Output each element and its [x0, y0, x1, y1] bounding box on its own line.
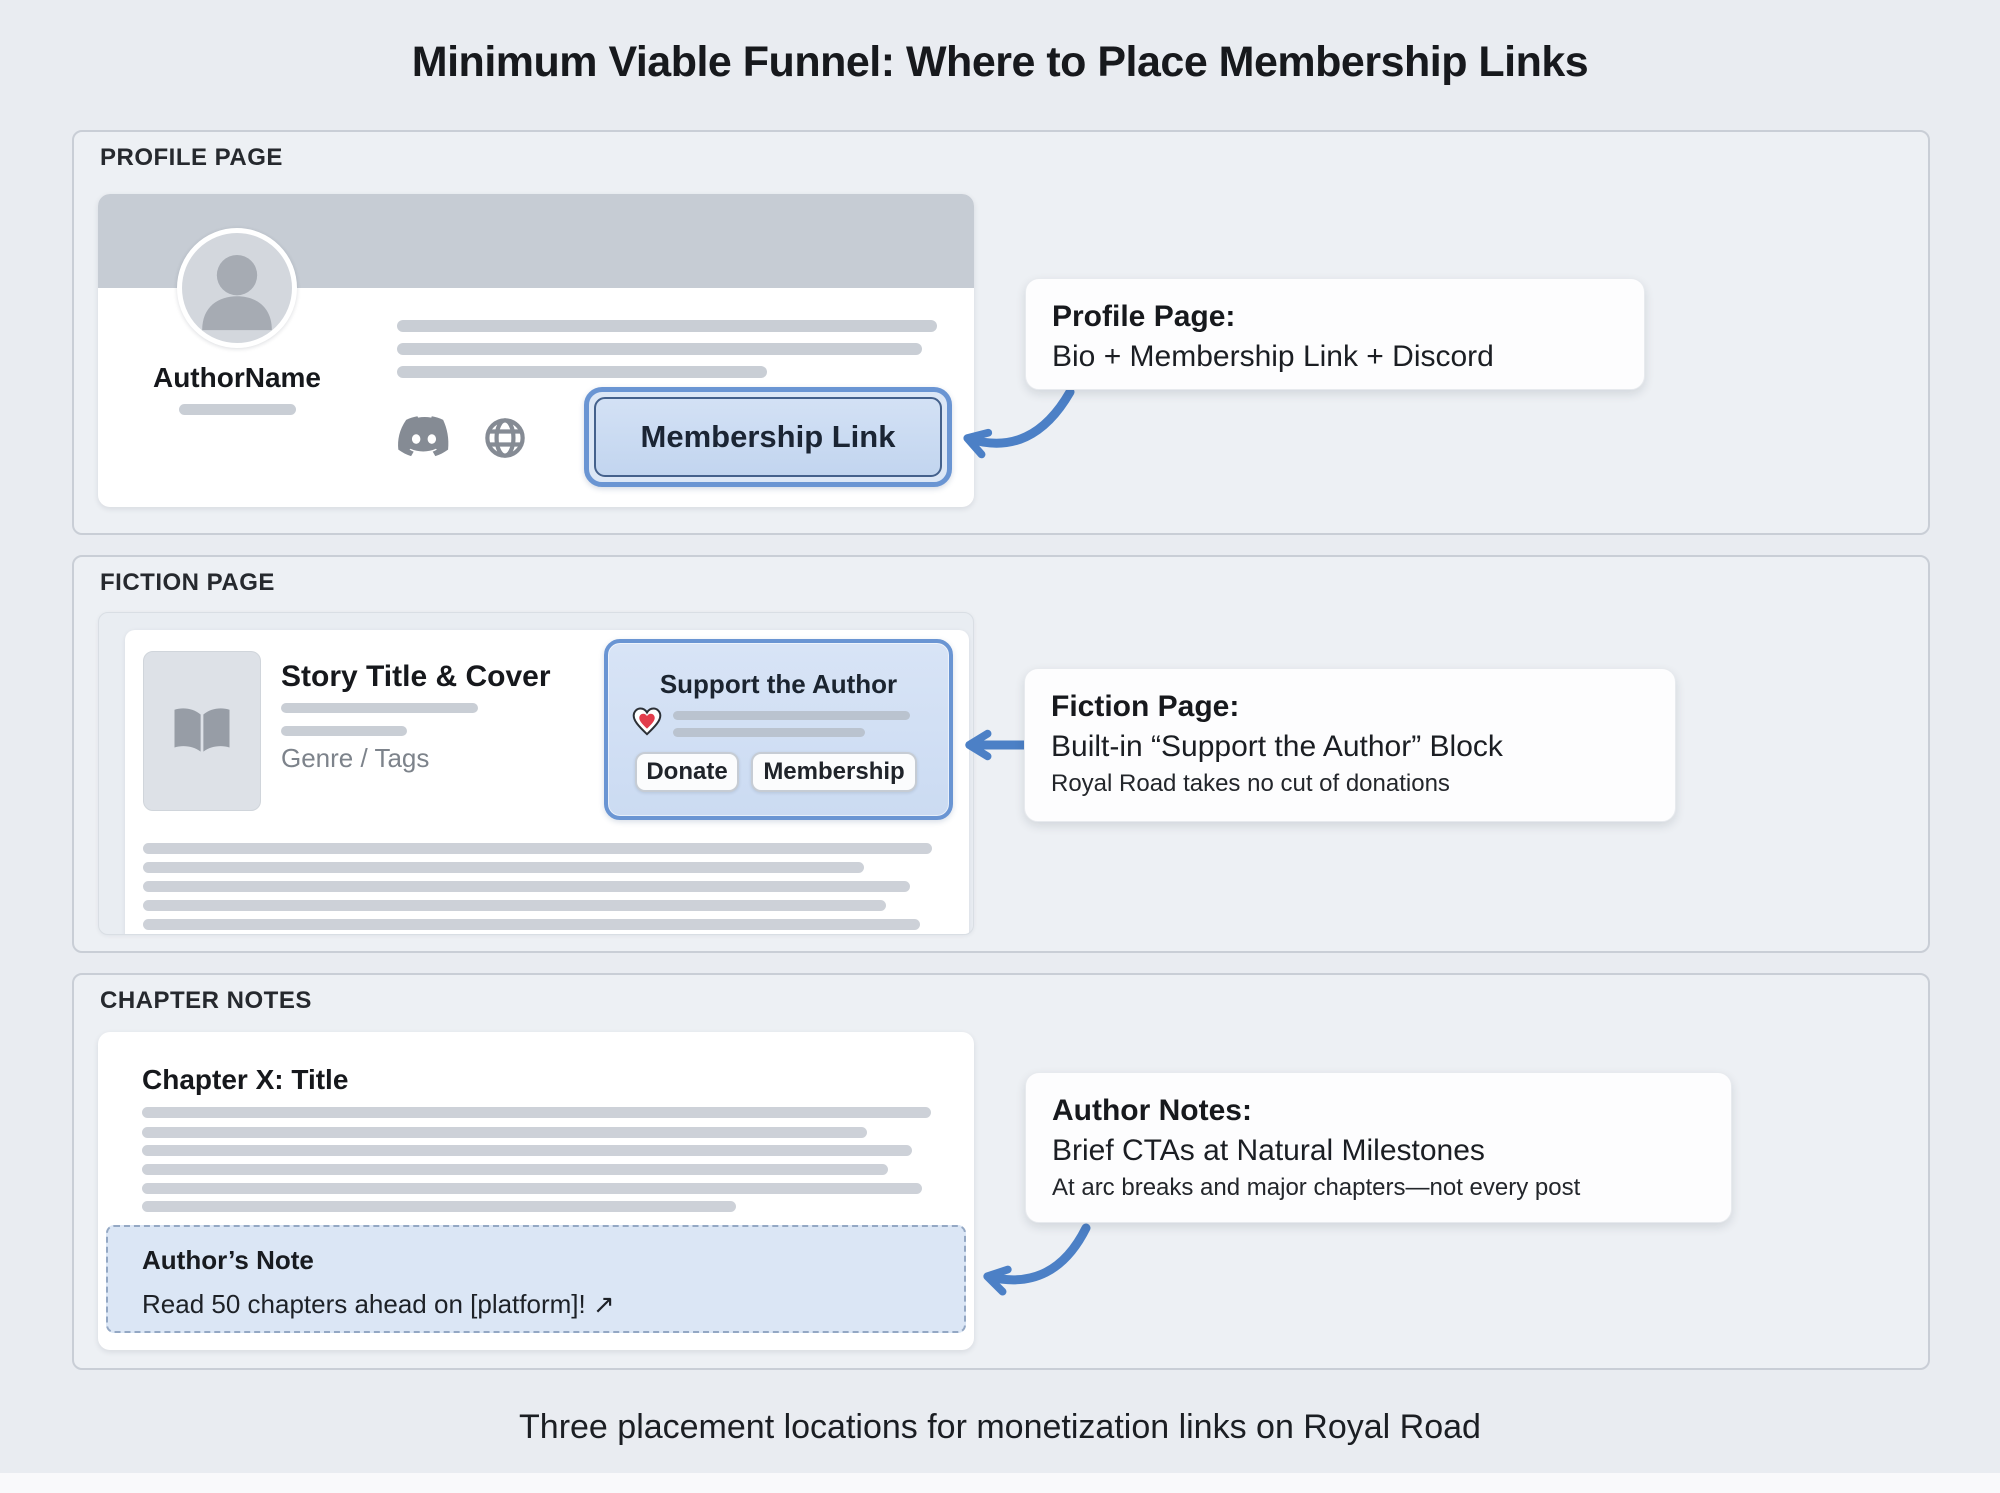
- profile-section-label: PROFILE PAGE: [100, 144, 283, 171]
- skeleton-line: [397, 343, 922, 355]
- skeleton-line: [143, 862, 864, 873]
- membership-link-button-label: Membership Link: [594, 397, 942, 477]
- chapter-title: Chapter X: Title: [142, 1064, 349, 1095]
- annotation-subline: Royal Road takes no cut of donations: [1051, 770, 1450, 797]
- annotation-line: Brief CTAs at Natural Milestones: [1052, 1134, 1485, 1167]
- skeleton-line: [142, 1127, 867, 1138]
- skeleton-line: [281, 726, 407, 736]
- bottom-strip: [0, 1473, 2000, 1493]
- page-title: Minimum Viable Funnel: Where to Place Me…: [411, 38, 1589, 86]
- chapter-section-label: CHAPTER NOTES: [100, 987, 312, 1014]
- fiction-card: Story Title & Cover Genre / Tags Support…: [125, 630, 969, 934]
- skeleton-line: [142, 1145, 912, 1156]
- fiction-section-label: FICTION PAGE: [100, 569, 275, 596]
- fiction-page-mock: Story Title & Cover Genre / Tags Support…: [98, 612, 974, 935]
- skeleton-line: [142, 1201, 736, 1212]
- skeleton-line: [673, 728, 865, 737]
- avatar: [177, 228, 297, 348]
- discord-icon[interactable]: [395, 413, 453, 461]
- author-name: AuthorName: [152, 362, 321, 393]
- annotation-profile: Profile Page: Bio + Membership Link + Di…: [1025, 278, 1645, 390]
- annotation-fiction: Fiction Page: Built-in “Support the Auth…: [1024, 668, 1676, 822]
- story-cover-placeholder: [143, 651, 261, 811]
- annotation-subline: At arc breaks and major chapters—not eve…: [1052, 1174, 1581, 1201]
- annotation-line: Bio + Membership Link + Discord: [1052, 340, 1494, 373]
- annotation-title: Author Notes:: [1052, 1094, 1252, 1127]
- globe-icon[interactable]: [482, 415, 528, 461]
- skeleton-line: [142, 1107, 931, 1118]
- membership-button[interactable]: Membership: [751, 752, 917, 792]
- authors-note-box: Author’s Note Read 50 chapters ahead on …: [106, 1225, 966, 1333]
- profile-card-mock: AuthorName Membership Link: [98, 194, 974, 507]
- skeleton-line: [143, 900, 886, 911]
- open-book-icon: [174, 708, 230, 752]
- story-title: Story Title & Cover: [281, 660, 551, 693]
- annotation-chapter: Author Notes: Brief CTAs at Natural Mile…: [1025, 1072, 1732, 1223]
- authors-note-title: Author’s Note: [142, 1245, 314, 1275]
- membership-link-button[interactable]: Membership Link: [584, 387, 952, 487]
- chapter-page-mock: Chapter X: Title Author’s Note Read 50 c…: [98, 1032, 974, 1350]
- bottom-caption: Three placement locations for monetizati…: [519, 1408, 1481, 1446]
- skeleton-line: [281, 703, 478, 713]
- authors-note-cta-text[interactable]: Read 50 chapters ahead on [platform]! ↗: [142, 1289, 615, 1319]
- section-profile-page: PROFILE PAGE AuthorName: [72, 130, 1930, 535]
- skeleton-line: [179, 404, 296, 415]
- skeleton-line: [142, 1164, 888, 1175]
- skeleton-line: [142, 1183, 922, 1194]
- skeleton-line: [143, 919, 920, 930]
- support-the-author-block: Support the Author Donate Membership: [604, 639, 953, 820]
- heart-icon: [630, 705, 664, 737]
- donate-button[interactable]: Donate: [635, 752, 739, 792]
- support-block-title: Support the Author: [659, 669, 898, 699]
- genre-tags-label: Genre / Tags: [281, 743, 430, 773]
- skeleton-line: [673, 711, 910, 720]
- skeleton-line: [143, 881, 910, 892]
- annotation-title: Profile Page:: [1052, 300, 1236, 333]
- annotation-line: Built-in “Support the Author” Block: [1051, 730, 1503, 763]
- skeleton-line: [143, 843, 932, 854]
- annotation-title: Fiction Page:: [1051, 690, 1240, 723]
- person-avatar-icon: [202, 255, 272, 331]
- skeleton-line: [397, 320, 937, 332]
- skeleton-line: [397, 366, 767, 378]
